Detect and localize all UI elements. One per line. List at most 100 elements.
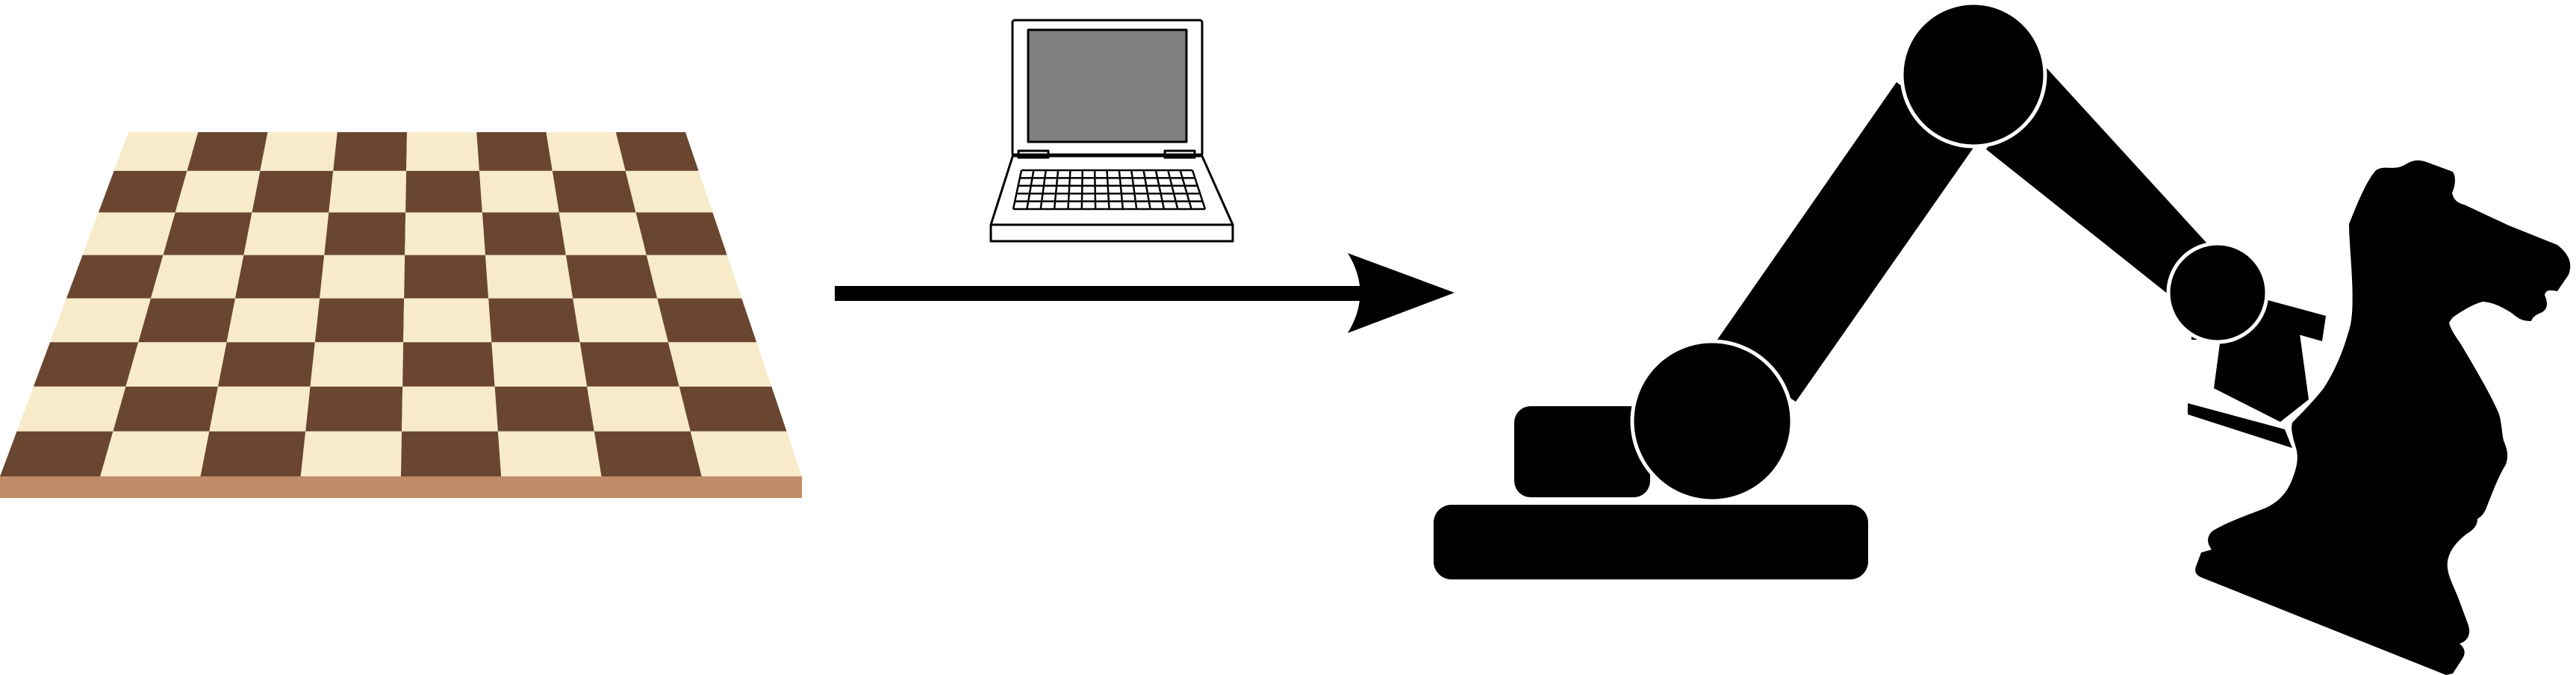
board-square <box>405 212 486 255</box>
board-squares <box>0 132 802 476</box>
board-square <box>175 170 261 213</box>
chessboard <box>0 132 802 498</box>
board-square <box>187 132 268 171</box>
robot-joint-elbow <box>1900 1 2047 149</box>
robot-joint-wrist <box>2166 241 2269 344</box>
board-square <box>573 298 668 343</box>
board-square <box>310 342 404 387</box>
keyboard-column-line <box>1130 169 1138 210</box>
board-square <box>679 386 787 432</box>
keyboard-column-line <box>1106 169 1110 210</box>
robot-gripper <box>2188 299 2326 448</box>
keyboard-column-line <box>1012 169 1023 210</box>
board-square <box>615 132 699 171</box>
board-square <box>559 212 647 255</box>
board-square <box>98 170 187 213</box>
board-square <box>406 132 479 171</box>
gripper-back <box>2214 323 2309 422</box>
board-square <box>217 342 315 387</box>
board-square <box>404 255 489 299</box>
robot-arm <box>1434 1 2571 675</box>
board-square <box>690 431 802 476</box>
board-square <box>33 342 139 387</box>
keyboard-column-line <box>1053 169 1060 210</box>
board-square <box>113 386 218 432</box>
board-square <box>235 255 325 299</box>
robot-shoulder-block <box>1514 406 1650 497</box>
board-square <box>100 431 210 476</box>
laptop-front-edge <box>989 223 1234 243</box>
keyboard-column-line <box>1142 169 1151 210</box>
robot-joint-shoulder <box>1630 339 1794 503</box>
keyboard-column-line <box>1039 169 1047 210</box>
board-square <box>113 132 199 171</box>
robot-base-plate <box>1434 505 1868 579</box>
board-square <box>625 170 713 213</box>
board-square <box>82 212 175 255</box>
keyboard-column-line <box>1179 169 1192 210</box>
board-square <box>300 431 402 476</box>
board-square <box>200 431 306 476</box>
board-square <box>252 170 334 213</box>
laptop-keyboard <box>1012 169 1207 211</box>
board-square <box>635 212 727 255</box>
board-square <box>209 386 311 432</box>
arrow-shaft <box>835 286 1372 301</box>
gripper-top-finger <box>2256 299 2326 341</box>
keyboard-column-line <box>1154 169 1166 210</box>
keyboard-column-line <box>1080 169 1084 210</box>
board-square <box>320 255 405 299</box>
robot-upper-arm <box>1714 82 1975 402</box>
board-square <box>497 431 602 476</box>
board-square <box>482 212 566 255</box>
board-square <box>491 342 588 387</box>
board-square <box>657 298 757 343</box>
board-square <box>546 132 626 171</box>
arrow-head <box>1348 253 1455 333</box>
board-square <box>138 298 236 343</box>
board-square <box>494 386 594 432</box>
keyboard-column-line <box>1067 169 1071 210</box>
board-square <box>579 342 679 387</box>
board-square <box>488 298 580 343</box>
laptop-hinge-right <box>1163 149 1196 159</box>
chess-knight-icon <box>2195 160 2571 675</box>
board-square <box>260 132 337 171</box>
laptop-screen <box>1027 28 1188 143</box>
laptop-lid <box>1011 19 1204 158</box>
board-square <box>668 342 772 387</box>
board-square <box>405 170 482 213</box>
board-square <box>66 255 164 299</box>
board-edge <box>0 476 802 498</box>
board-square <box>401 431 502 476</box>
board-square <box>226 298 320 343</box>
board-square <box>476 132 553 171</box>
board-square <box>163 212 252 255</box>
keyboard-column-line <box>1118 169 1124 210</box>
board-square <box>329 170 407 213</box>
board-square <box>479 170 559 213</box>
board-square <box>587 386 691 432</box>
keyboard-column-line <box>1026 169 1035 210</box>
board-square <box>0 431 113 476</box>
board-square <box>314 298 405 343</box>
laptop-icon <box>989 19 1234 243</box>
robot-forearm <box>1986 67 2206 295</box>
right-arrow <box>835 253 1455 333</box>
board-square <box>16 386 126 432</box>
board-square <box>125 342 227 387</box>
board-square <box>324 212 406 255</box>
keyboard-column-line <box>1167 169 1179 210</box>
board-square <box>403 298 492 343</box>
board-square <box>333 132 407 171</box>
laptop-hinge-left <box>1017 149 1050 159</box>
gripper-bottom-finger <box>2188 403 2292 448</box>
board-square <box>150 255 244 299</box>
board-square <box>402 342 495 387</box>
board-square <box>305 386 403 432</box>
board-square <box>565 255 658 299</box>
board-square <box>49 298 151 343</box>
board-square <box>646 255 742 299</box>
